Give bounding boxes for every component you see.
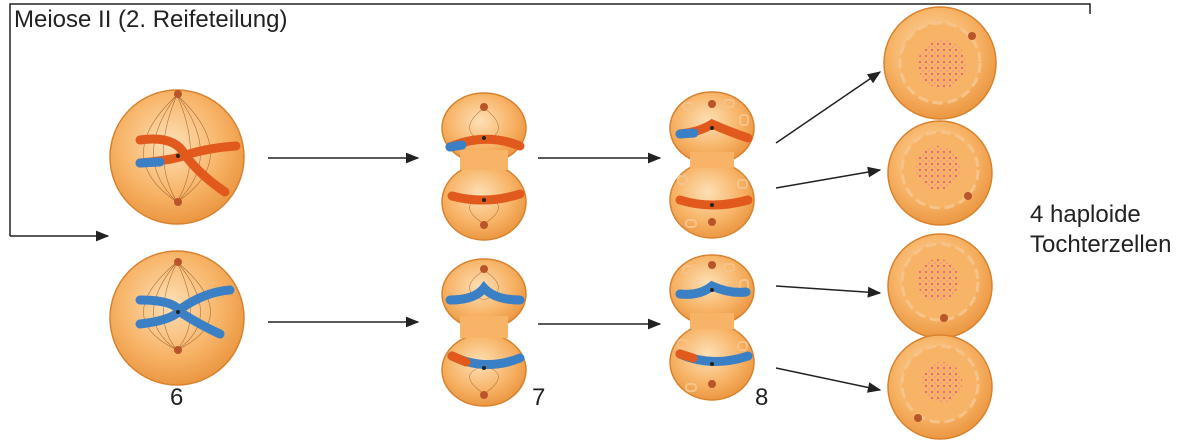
daughter-cell-1: [884, 7, 996, 119]
diagram-title: Meiose II (2. Reifeteilung): [14, 6, 287, 34]
cell-stage6-top: [110, 90, 244, 224]
cell-stage6-bottom: [110, 251, 244, 385]
cell-stage8-bottom: [670, 255, 754, 400]
arrow-8-d4: [776, 368, 880, 390]
stage-label-6: 6: [170, 384, 183, 412]
arrow-8-d2: [776, 170, 880, 188]
result-label-line2: Tochterzellen: [1030, 230, 1171, 260]
result-label: 4 haploide Tochterzellen: [1030, 200, 1171, 260]
daughter-cell-4: [888, 335, 992, 439]
result-label-line1: 4 haploide: [1030, 200, 1171, 230]
stage-label-8: 8: [755, 384, 768, 412]
daughter-cell-2: [888, 121, 992, 225]
cell-stage8-top: [670, 92, 754, 238]
cell-stage7-top: [442, 93, 526, 240]
cell-stage7-bottom: [442, 259, 526, 406]
daughter-cell-3: [888, 234, 992, 338]
arrow-8-d3: [776, 286, 880, 293]
arrow-8-d1: [776, 72, 880, 143]
stage-label-7: 7: [532, 384, 545, 412]
